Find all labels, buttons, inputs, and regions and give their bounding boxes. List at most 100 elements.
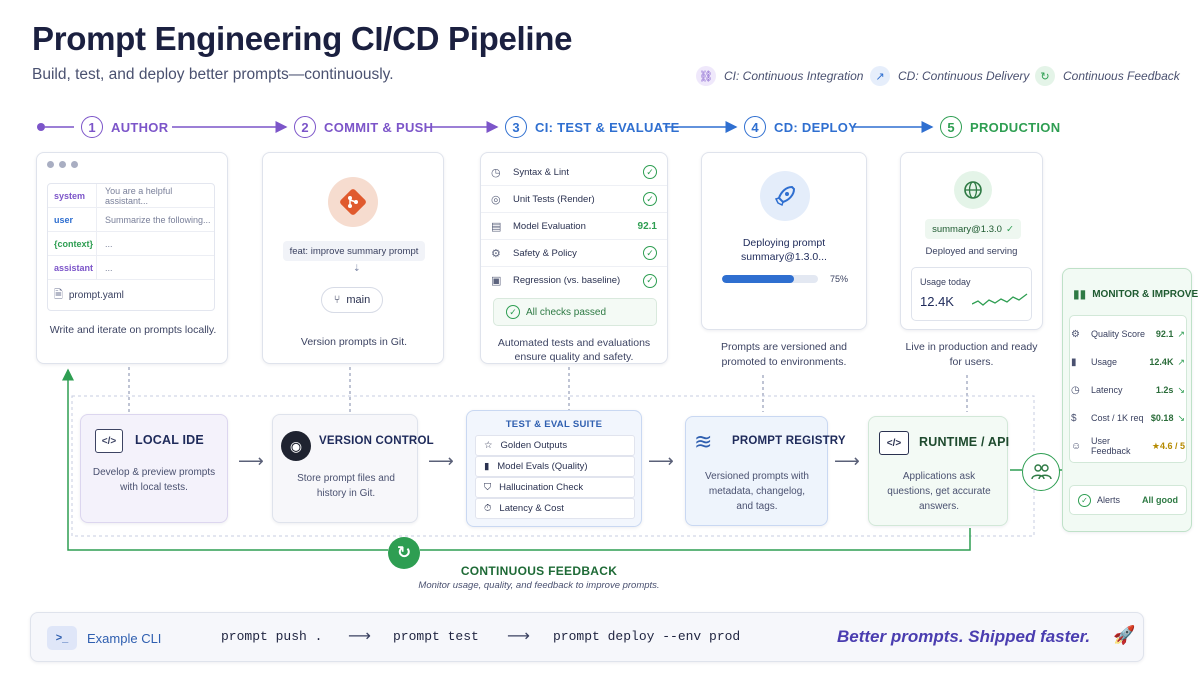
test-icon: ◎: [491, 193, 501, 206]
check-icon: ✓: [643, 246, 657, 260]
window-dots: [47, 161, 78, 168]
ci-check-safety: ⚙ Safety & Policy ✓: [481, 240, 667, 267]
prompt-registry-desc: Versioned prompts with metadata, changel…: [705, 471, 809, 512]
prompt-value: Summarize the following...: [96, 208, 214, 231]
metric-value: ★4.6 / 5: [1151, 440, 1185, 451]
alerts-box: ✓ Alerts All good: [1069, 485, 1187, 515]
alerts-label: Alerts: [1097, 495, 1121, 505]
version-control-card: ◉ VERSION CONTROL Store prompt files and…: [272, 414, 434, 523]
cli-bar: >_ Example CLI prompt push . ⟶ prompt te…: [30, 612, 1144, 662]
trend-up-icon: ↗: [1177, 328, 1185, 339]
suite-item-label: Golden Outputs: [500, 440, 568, 451]
continuous-feedback-desc: Monitor usage, quality, and feedback to …: [418, 580, 660, 591]
usage-label: Usage today: [920, 277, 971, 287]
legend-feedback-label: Continuous Feedback: [1063, 69, 1180, 83]
metric-value: $0.18: [1150, 413, 1174, 423]
ci-check-unit-tests: ◎ Unit Tests (Render) ✓: [481, 186, 667, 213]
deploy-version: summary@1.3.0...: [741, 251, 827, 263]
cli-arrow: ⟶: [507, 628, 530, 645]
flow-arrow: ⟶: [428, 451, 454, 471]
flow-arrow: ⟶: [238, 451, 264, 471]
production-status: Deployed and serving: [925, 246, 1018, 257]
local-ide-desc: Develop & preview prompts with local tes…: [92, 467, 216, 493]
prompt-row-system: system You are a helpful assistant...: [48, 184, 214, 208]
dollar-clock-icon: ⏱: [484, 503, 492, 514]
stage-2-label: COMMIT & PUSH: [324, 119, 434, 135]
page-title: Prompt Engineering CI/CD Pipeline: [32, 20, 573, 57]
branch-pill[interactable]: ⑂ main: [321, 287, 383, 313]
stage-production: 5 PRODUCTION: [940, 116, 1060, 138]
production-card: summary@1.3.0 ✓ Deployed and serving Usa…: [900, 152, 1043, 330]
metric-value: 1.2s: [1155, 385, 1174, 395]
legend-feedback: ↻ Continuous Feedback: [1035, 66, 1180, 86]
usage-sparkline: [972, 293, 1028, 306]
deploy-status: Deploying prompt: [742, 237, 826, 249]
metric-label: Latency: [1091, 385, 1123, 395]
page-subtitle: Build, test, and deploy better prompts—c…: [32, 66, 394, 83]
prompt-registry-title: PROMPT REGISTRY: [732, 435, 846, 447]
metric-label: Usage: [1091, 357, 1118, 367]
metric-quality: ⚙ Quality Score 92.1 ↗: [1071, 321, 1185, 347]
metric-label: User Feedback: [1091, 436, 1131, 456]
cli-command-test[interactable]: prompt test: [393, 629, 479, 644]
suite-item-label: Hallucination Check: [499, 482, 584, 493]
author-caption: Write and iterate on prompts locally.: [49, 324, 217, 336]
ci-caption: Automated tests and evaluations ensure q…: [497, 337, 651, 363]
local-ide-title: LOCAL IDE: [135, 433, 204, 447]
ci-check-label: Syntax & Lint: [513, 166, 569, 178]
flow-arrow: ⟶: [834, 451, 860, 471]
usage-value: 12.4K: [920, 294, 954, 309]
clock-icon: ◷: [1071, 384, 1080, 396]
eval-score: 92.1: [637, 220, 657, 232]
github-icon: ◉: [281, 431, 311, 461]
stage-1-label: AUTHOR: [111, 119, 169, 135]
production-caption: Live in production and ready for users.: [905, 341, 1038, 368]
feedback-icon: ↻: [1035, 66, 1055, 86]
down-arrow: ⇣: [353, 263, 361, 273]
prompt-key: assistant: [54, 262, 94, 273]
file-row: 🗎 prompt.yaml: [48, 280, 214, 310]
shield-icon: ⛉: [484, 482, 492, 493]
production-version-badge: summary@1.3.0 ✓: [925, 219, 1021, 239]
stage-3-label: CI: TEST & EVALUATE: [535, 119, 680, 135]
cd-icon: ↗: [870, 66, 890, 86]
ci-check-label: Unit Tests (Render): [513, 193, 595, 205]
prompt-key: user: [54, 214, 74, 225]
legend-cd-label: CD: Continuous Delivery: [898, 69, 1030, 83]
code-window-icon: </>: [95, 429, 123, 453]
monitor-improve-panel: ▮▮ MONITOR & IMPROVE ⚙ Quality Score 92.…: [1062, 268, 1198, 532]
metric-value: 92.1: [1155, 329, 1174, 339]
stage-ci: 3 CI: TEST & EVALUATE: [505, 116, 680, 138]
cli-tagline: Better prompts. Shipped faster.: [837, 627, 1091, 646]
prompt-editor[interactable]: system You are a helpful assistant... us…: [47, 183, 215, 311]
prompt-value: ...: [96, 232, 214, 255]
ci-icon: ⛓: [696, 66, 716, 86]
check-icon: ✓: [643, 192, 657, 206]
suite-item-hallucination: ⛉ Hallucination Check: [475, 477, 635, 498]
stage-3-number: 3: [505, 116, 527, 138]
version-control-desc: Store prompt files and history in Git.: [297, 473, 395, 499]
chat-icon: ☺: [1071, 440, 1082, 452]
file-icon: 🗎: [54, 288, 63, 301]
metric-latency: ◷ Latency 1.2s ↘: [1071, 377, 1185, 403]
trend-down-icon: ↘: [1177, 384, 1185, 395]
suite-item-model-evals: ▮Model Evals (Quality): [475, 456, 635, 477]
cli-command-deploy[interactable]: prompt deploy --env prod: [553, 629, 741, 644]
stage-commit: 2 COMMIT & PUSH: [294, 116, 433, 138]
check-icon: ✓: [643, 165, 657, 179]
check-circle-icon: ✓: [506, 305, 520, 319]
metric-usage: ▮ Usage 12.4K ↗: [1071, 349, 1185, 375]
stage-author: 1 AUTHOR: [81, 116, 168, 138]
ci-check-model-eval: ▤ Model Evaluation 92.1: [481, 213, 667, 240]
git-icon: [328, 177, 378, 227]
check-icon: ✓: [1005, 223, 1014, 235]
trend-down-icon: ↘: [1177, 412, 1185, 423]
cli-command-push[interactable]: prompt push .: [221, 629, 323, 644]
stage-5-label: PRODUCTION: [970, 119, 1061, 135]
branch-name: main: [346, 294, 371, 306]
branch-icon: ⑂: [333, 294, 341, 306]
monitor-title: MONITOR & IMPROVE: [1092, 288, 1199, 300]
commit-card: feat: improve summary prompt ⇣ ⑂ main Ve…: [262, 152, 444, 364]
runtime-api-title: RUNTIME / API: [919, 435, 1010, 449]
prompt-value: You are a helpful assistant...: [96, 184, 214, 207]
